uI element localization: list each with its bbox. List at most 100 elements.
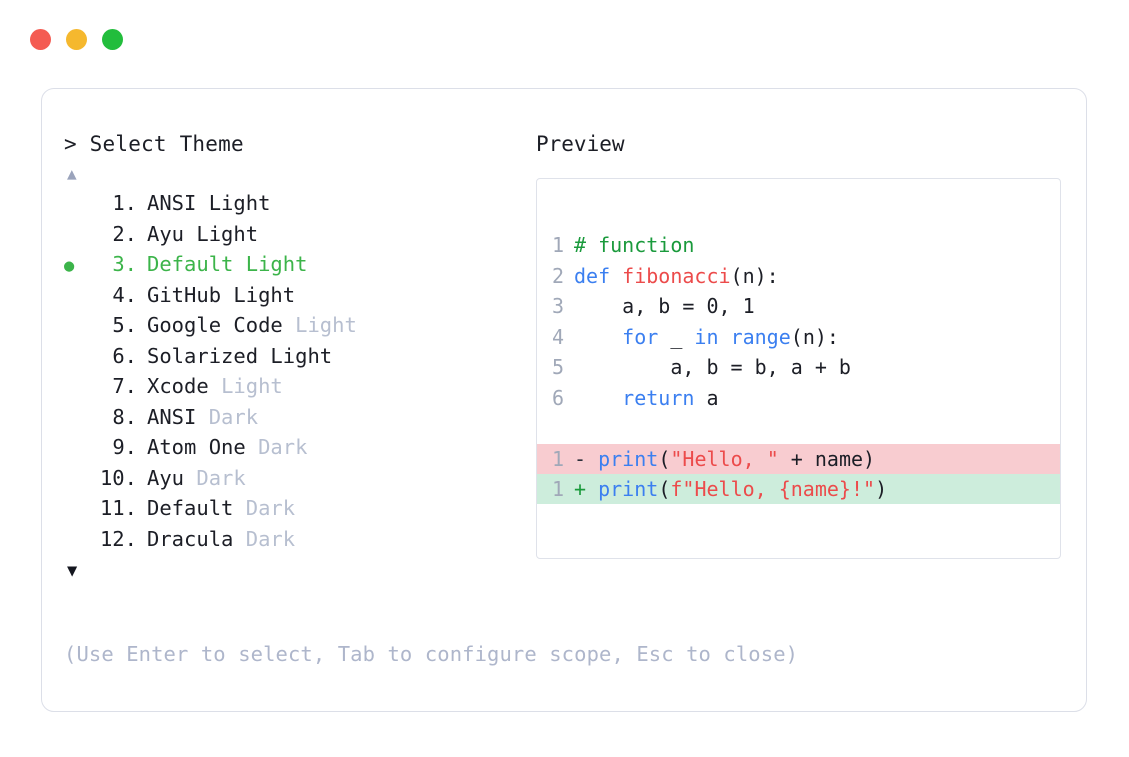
page-title: > Select Theme (64, 132, 244, 156)
theme-item-variant: Light (245, 252, 308, 276)
line-number: 4 (552, 324, 565, 349)
theme-list-item[interactable]: 12. Dracula Dark (64, 524, 534, 555)
theme-list-item[interactable]: 10. Ayu Dark (64, 463, 534, 494)
theme-item-name: ANSI (147, 191, 209, 215)
theme-item-name: ANSI (147, 404, 209, 429)
theme-list-item[interactable]: 11. Default Dark (64, 493, 534, 524)
code-token: (n): (790, 324, 839, 349)
theme-list-item[interactable]: ● 3. Default Light (64, 249, 534, 280)
code-token: in (694, 324, 719, 349)
diff-line-del: 1- print("Hello, " + name) (537, 443, 1060, 474)
code-token: + name) (778, 446, 876, 471)
diff-line-add: 1+ print(f"Hello, {name}!") (537, 473, 1060, 504)
theme-item-name: Default (147, 496, 246, 520)
theme-list-item[interactable]: 7.Xcode Light (64, 371, 534, 402)
window-controls (30, 29, 123, 50)
code-token: return (622, 385, 695, 410)
code-token: range (730, 324, 791, 349)
code-token: ) (875, 476, 888, 501)
theme-item-variant: Dark (245, 496, 296, 520)
line-number: 6 (552, 385, 565, 410)
code-token (719, 325, 731, 349)
theme-item-variant: Light (295, 313, 357, 337)
theme-list-item[interactable]: 1.ANSI Light (64, 188, 534, 219)
line-number: 5 (552, 355, 565, 379)
selected-bullet-icon: ● (64, 256, 75, 276)
code-token: a, b = b, a + b (574, 355, 851, 379)
keyboard-hint: (Use Enter to select, Tab to configure s… (64, 642, 799, 666)
theme-item-name: Ayu (147, 221, 197, 246)
code-line: 4 for _ in range(n): (537, 322, 1060, 353)
theme-item-name: Xcode (147, 374, 222, 398)
theme-item-variant: Dark (208, 404, 259, 429)
line-number: 1 (552, 476, 565, 501)
code-token: a (694, 385, 719, 410)
theme-item-number: 11. (99, 496, 137, 520)
diff-line-text: print("Hello, " + name) (598, 444, 875, 474)
theme-item-variant: Light (233, 282, 296, 307)
theme-item-number: 6. (112, 343, 137, 368)
line-number: 2 (552, 263, 565, 288)
line-number: 1 (552, 446, 565, 471)
code-line: 5 a, b = b, a + b (537, 352, 1060, 383)
theme-list-item[interactable]: 2. Ayu Light (64, 219, 534, 250)
code-line-text: a, b = 0, 1 (574, 291, 754, 322)
code-token (574, 325, 622, 349)
maximize-button[interactable] (102, 29, 123, 50)
theme-item-name: Atom One (147, 435, 259, 459)
theme-item-variant: Dark (196, 465, 246, 490)
code-token: ( (658, 446, 671, 471)
code-token: fibonacci (622, 263, 731, 288)
theme-item-number: 9. (112, 435, 137, 459)
code-line-text: return a (574, 383, 719, 414)
diff-line-text: print(f"Hello, {name}!") (598, 474, 887, 504)
theme-item-variant: Light (221, 374, 283, 398)
theme-item-variant: Dark (245, 526, 296, 551)
code-line-text: for _ in range(n): (574, 322, 839, 353)
theme-item-variant: Light (196, 221, 259, 246)
theme-item-number: 10. (99, 465, 137, 490)
code-line-text: a, b = b, a + b (574, 352, 851, 383)
code-token: def (574, 263, 623, 288)
minimize-button[interactable] (66, 29, 87, 50)
code-spacer (537, 413, 1060, 444)
code-token: "Hello, " (670, 446, 779, 471)
theme-item-name: Default (147, 252, 246, 276)
scroll-up-icon[interactable]: ▲ (67, 164, 77, 183)
close-button[interactable] (30, 29, 51, 50)
code-line-text: def fibonacci(n): (574, 261, 779, 292)
line-number: 1 (552, 233, 565, 257)
code-token: f"Hello, {name}!" (670, 476, 876, 501)
diff-sign: - (574, 446, 599, 471)
theme-item-name: Solarized (147, 343, 271, 368)
code-line: 6 return a (537, 383, 1060, 414)
theme-list-item[interactable]: 8. ANSI Dark (64, 402, 534, 433)
theme-item-name: Ayu (147, 465, 197, 490)
code-line: 3 a, b = 0, 1 (537, 291, 1060, 322)
theme-list-item[interactable]: 4. GitHub Light (64, 280, 534, 311)
code-token: print (598, 446, 659, 471)
theme-item-number: 5. (112, 313, 137, 337)
code-line-text: # function (574, 230, 694, 261)
theme-list-item[interactable]: 9. Atom One Dark (64, 432, 534, 463)
theme-list-item[interactable]: 5.Google Code Light (64, 310, 534, 341)
code-token (574, 386, 622, 410)
scroll-down-icon[interactable]: ▼ (67, 561, 78, 581)
code-token: _ (658, 324, 695, 349)
theme-item-variant: Dark (258, 435, 308, 459)
theme-item-number: 2. (112, 221, 137, 246)
theme-item-number: 3. (112, 252, 137, 276)
code-line: 2 def fibonacci(n): (537, 261, 1060, 292)
theme-item-name: Dracula (147, 526, 246, 551)
theme-item-number: 4. (112, 282, 137, 307)
theme-list-item[interactable]: 6. Solarized Light (64, 341, 534, 372)
theme-item-variant: Light (270, 343, 333, 368)
code-token: ( (658, 476, 671, 501)
theme-item-name: GitHub (147, 282, 234, 307)
theme-item-number: 12. (99, 526, 137, 551)
theme-item-number: 8. (112, 404, 137, 429)
